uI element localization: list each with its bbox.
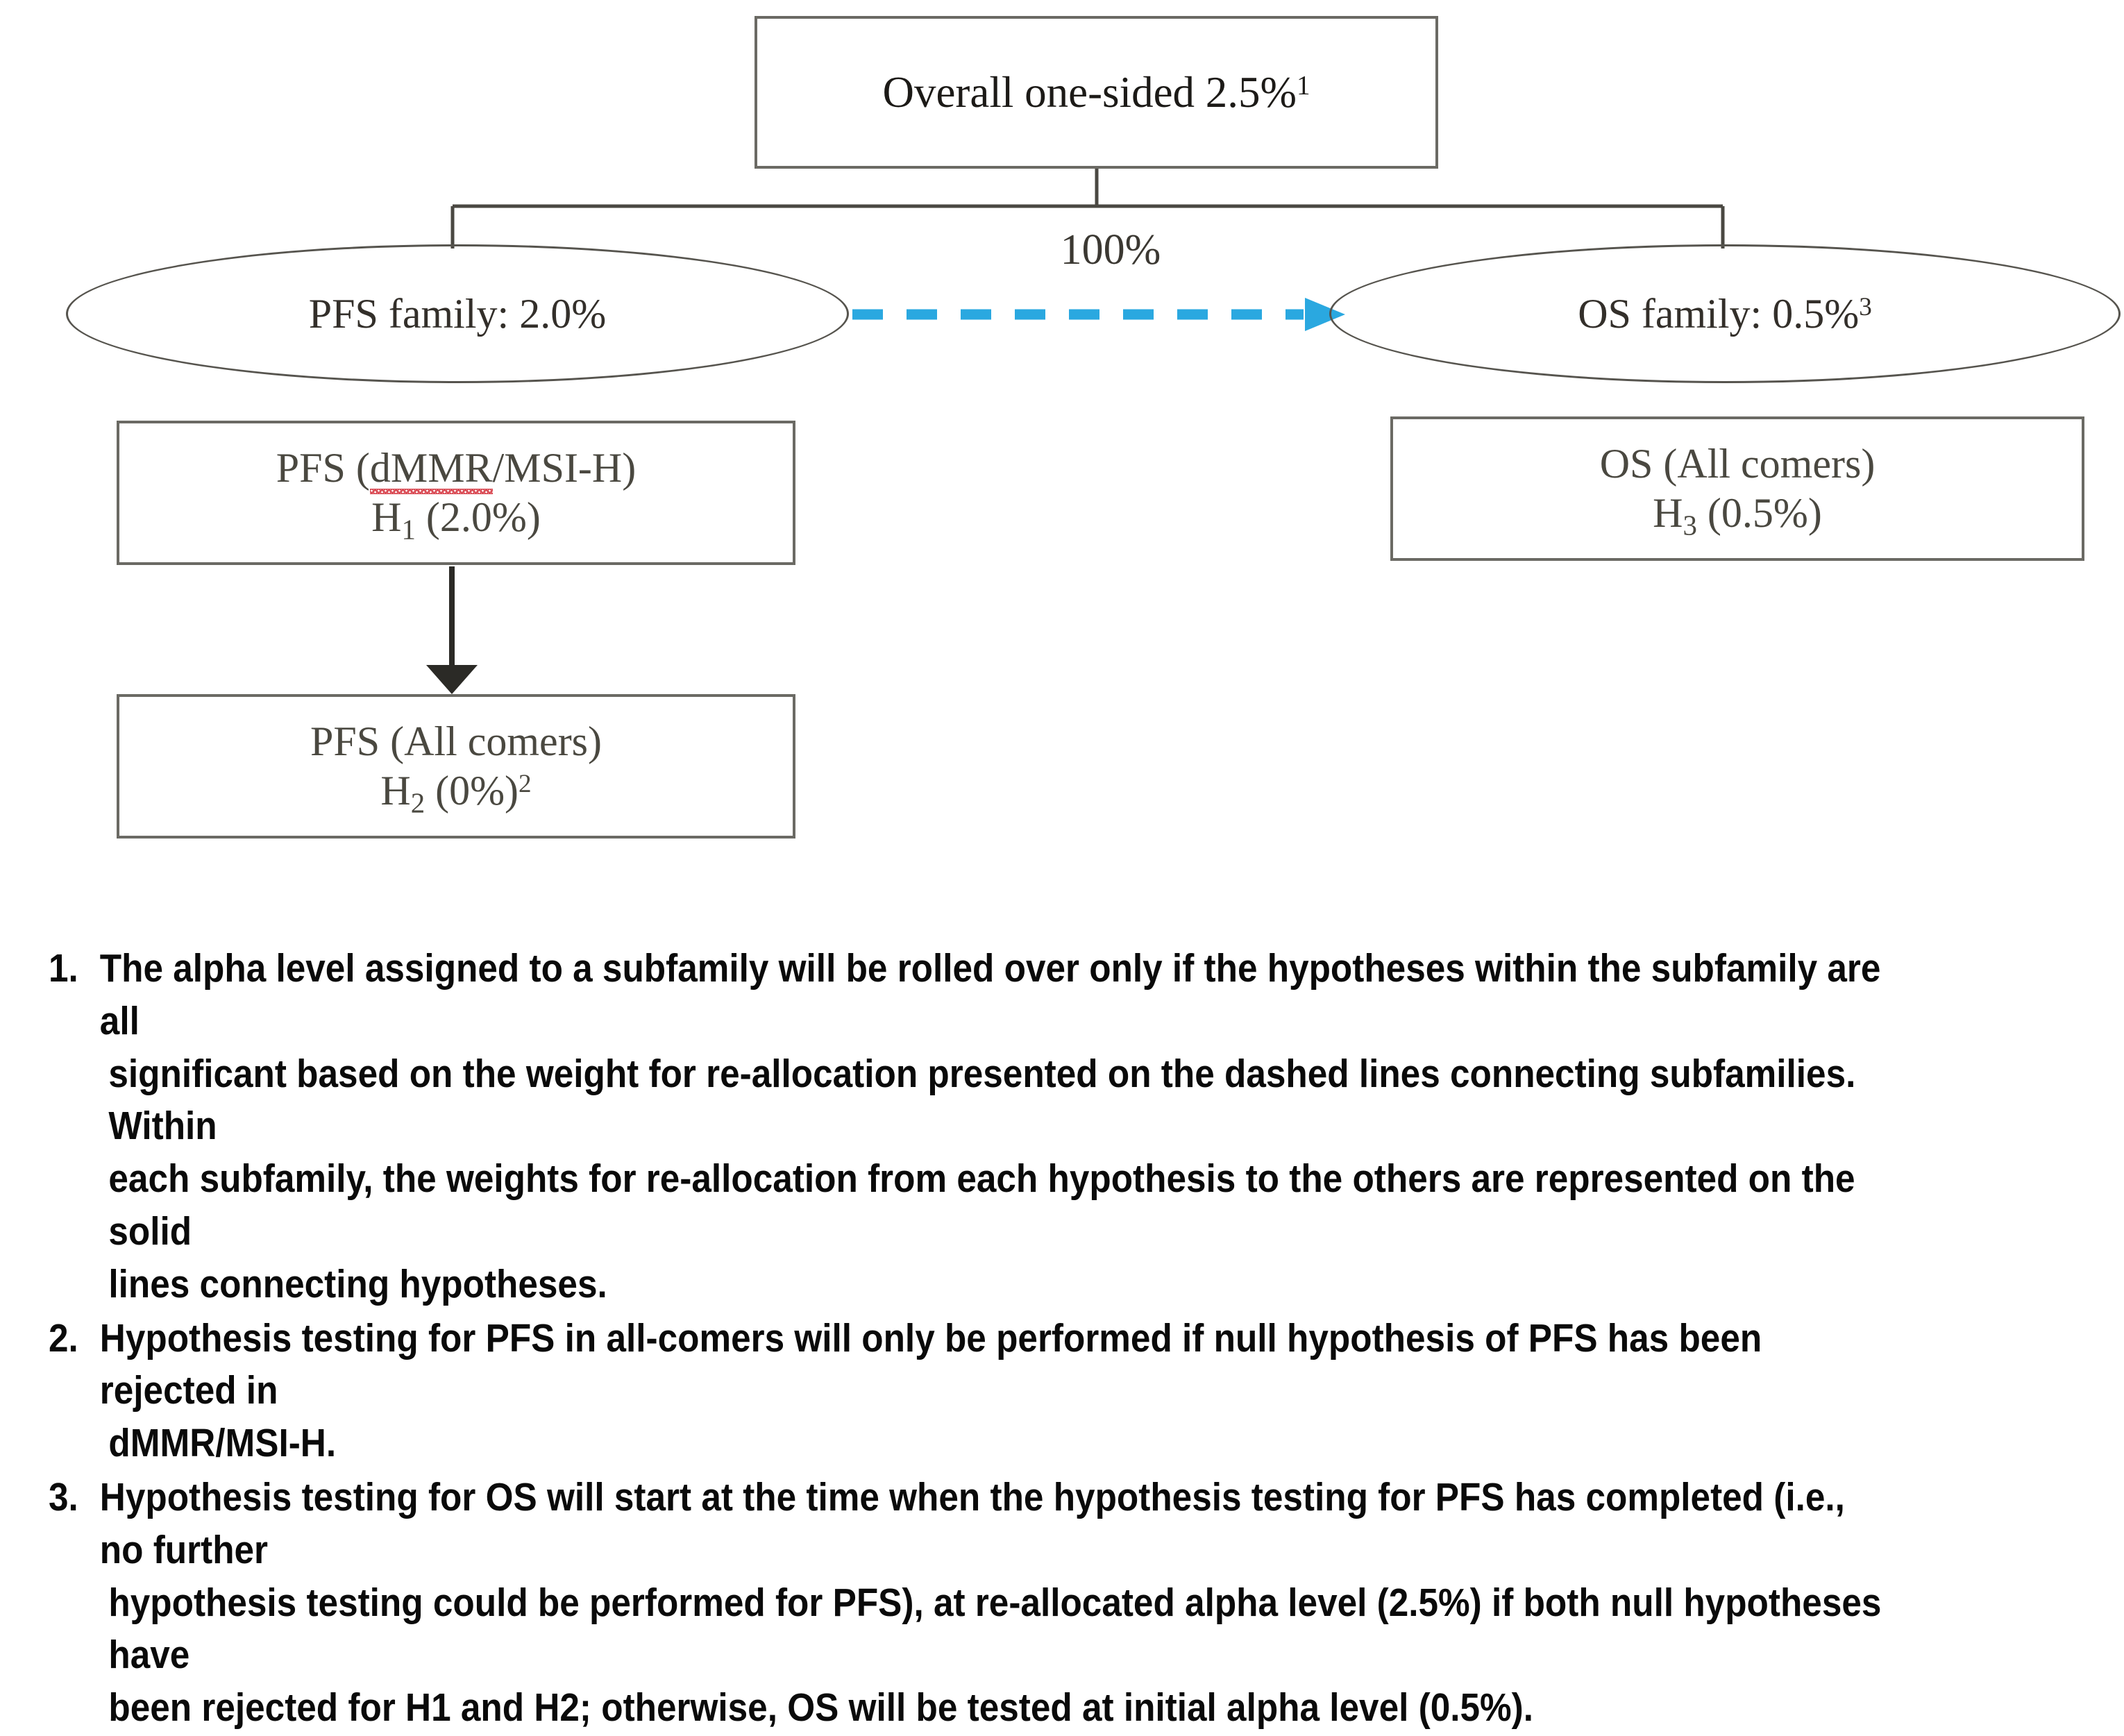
h2-alpha-value: (0%) xyxy=(425,768,519,814)
os-family-label: OS family: 0.5%3 xyxy=(1578,290,1872,338)
overall-alpha-footnote-marker: 1 xyxy=(1297,70,1310,101)
os-family-text: OS family: 0.5% xyxy=(1578,290,1860,337)
h2-endpoint-label: PFS (All comers) xyxy=(310,718,602,765)
footnote-text-2: Hypothesis testing for PFS in all-comers… xyxy=(97,1313,1898,1470)
os-family-ellipse: OS family: 0.5%3 xyxy=(1329,244,2121,383)
footnote-text-1: The alpha level assigned to a subfamily … xyxy=(97,943,1898,1311)
h1-misspelled-term: dMMR xyxy=(369,444,493,494)
h3-alpha-value: (0.5%) xyxy=(1696,490,1822,536)
footnote-1-line-4: lines connecting hypotheses. xyxy=(108,1261,607,1306)
h2-symbol: H xyxy=(380,768,411,814)
h2-alpha-label: H2 (0%)2 xyxy=(380,766,532,819)
overall-alpha-text: Overall one-sided 2.5% xyxy=(882,67,1297,117)
footnote-text-3: Hypothesis testing for OS will start at … xyxy=(97,1472,1898,1735)
footnote-2-line-2: dMMR/MSI-H. xyxy=(108,1421,337,1466)
hypothesis-box-h1: PFS (dMMR/MSI-H) H1 (2.0%) xyxy=(117,421,795,565)
weight-label-100: 100% xyxy=(1060,226,1161,273)
footnote-number-1: 1. xyxy=(49,946,78,991)
footnote-1-line-3: each subfamily, the weights for re-alloc… xyxy=(108,1156,1855,1254)
footnote-list: 1. The alpha level assigned to a subfami… xyxy=(49,943,1898,1736)
pfs-family-ellipse: PFS family: 2.0% xyxy=(66,244,849,383)
footnote-3-line-3: been rejected for H1 and H2; otherwise, … xyxy=(108,1685,1533,1730)
overall-alpha-box: Overall one-sided 2.5%1 xyxy=(755,16,1438,169)
h1-index: 1 xyxy=(401,514,416,546)
hypothesis-box-h2: PFS (All comers) H2 (0%)2 xyxy=(117,694,795,838)
h3-symbol: H xyxy=(1653,490,1683,536)
h1-symbol: H xyxy=(371,494,402,540)
h3-alpha-label: H3 (0.5%) xyxy=(1653,489,1822,541)
h3-endpoint-label: OS (All comers) xyxy=(1599,441,1876,487)
h1-suffix: /MSI-H) xyxy=(492,445,637,491)
footnote-2-line-1: Hypothesis testing for PFS in all-comers… xyxy=(99,1315,1762,1413)
alpha-allocation-diagram: Overall one-sided 2.5%1 PFS family: 2.0%… xyxy=(66,16,2121,838)
footnote-3-line-2: hypothesis testing could be performed fo… xyxy=(108,1580,1882,1678)
h1-alpha-value: (2.0%) xyxy=(415,494,541,540)
overall-alpha-label: Overall one-sided 2.5%1 xyxy=(882,67,1310,118)
footnote-number-3: 3. xyxy=(49,1474,78,1519)
footnote-item-2: 2. Hypothesis testing for PFS in all-com… xyxy=(49,1313,1898,1470)
hypothesis-box-h3: OS (All comers) H3 (0.5%) xyxy=(1390,416,2084,561)
h1-to-h2-arrow xyxy=(426,566,478,694)
dashed-weight-arrow xyxy=(852,298,1345,331)
footnote-item-1: 1. The alpha level assigned to a subfami… xyxy=(49,943,1898,1311)
h2-footnote-marker: 2 xyxy=(519,770,532,799)
h2-index: 2 xyxy=(410,787,425,819)
h1-alpha-label: H1 (2.0%) xyxy=(371,493,541,546)
footnote-3-line-1: Hypothesis testing for OS will start at … xyxy=(99,1474,1845,1572)
h3-index: 3 xyxy=(1683,509,1697,541)
h1-prefix: PFS ( xyxy=(276,445,370,491)
os-family-footnote-marker: 3 xyxy=(1859,292,1872,321)
footnote-number-2: 2. xyxy=(49,1315,78,1360)
h1-endpoint-label: PFS (dMMR/MSI-H) xyxy=(276,444,637,494)
footnote-item-3: 3. Hypothesis testing for OS will start … xyxy=(49,1472,1898,1735)
footnote-1-line-2: significant based on the weight for re-a… xyxy=(108,1051,1856,1149)
footnote-1-line-1: The alpha level assigned to a subfamily … xyxy=(99,946,1881,1043)
pfs-family-label: PFS family: 2.0% xyxy=(308,290,607,337)
